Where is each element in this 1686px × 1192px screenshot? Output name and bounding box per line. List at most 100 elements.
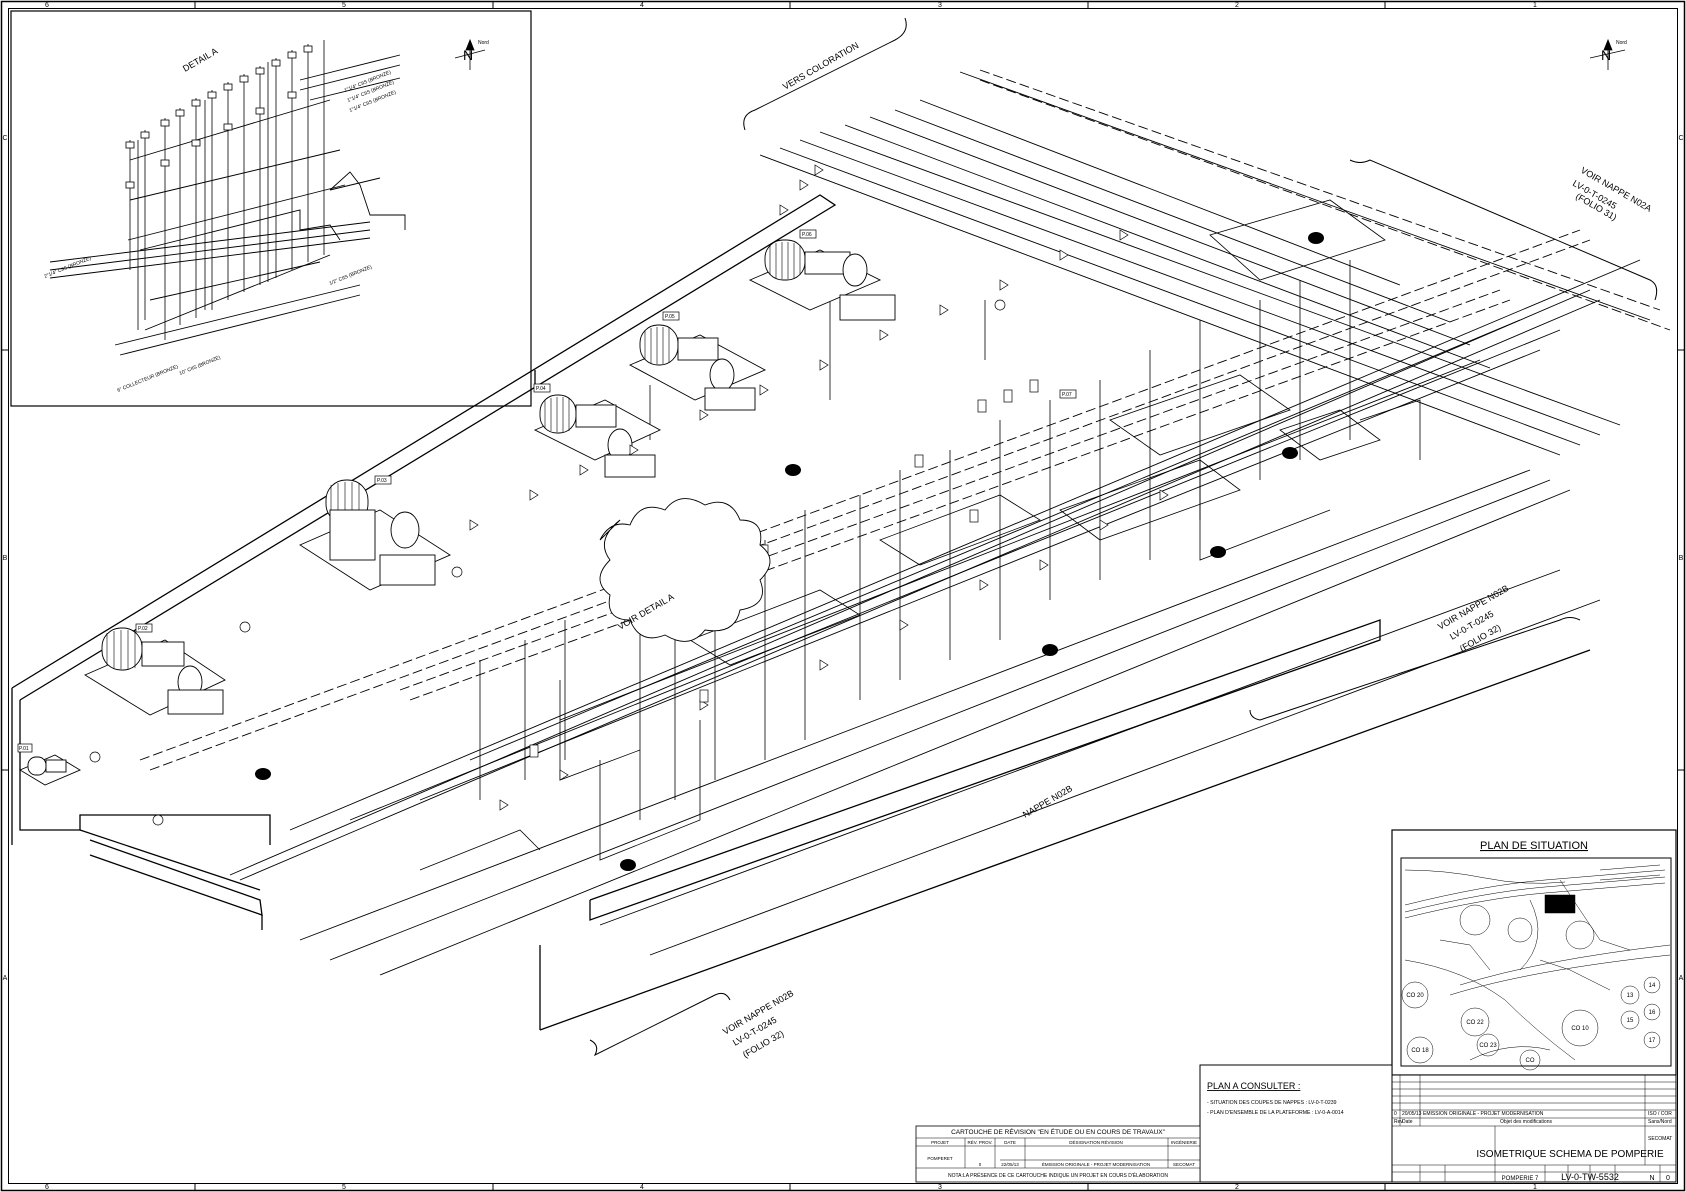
nappe-label: NAPPE N02B xyxy=(1021,783,1074,819)
frame-row-letters: C B A C B A xyxy=(2,135,1683,982)
cartouche-row-ingenierie: SECOMAT xyxy=(1173,1162,1195,1167)
side-label-1: ISO / COR xyxy=(1648,1111,1672,1117)
strainers xyxy=(255,232,1324,871)
svg-text:P.02: P.02 xyxy=(138,626,148,632)
cartouche-header: CARTOUCHE DE RÉVISION "EN ÉTUDE OU EN CO… xyxy=(951,1127,1166,1136)
detail-pipe-labels: 1"1/4" CIIS (BRONZE) 1"1/4" CIIS (BRONZE… xyxy=(44,69,398,393)
map-label-co18: CO 18 xyxy=(1411,1048,1429,1054)
north-arrow-detail: N Nord xyxy=(454,38,489,70)
cartouche-revision: CARTOUCHE DE RÉVISION "EN ÉTUDE OU EN CO… xyxy=(915,1125,1201,1183)
col-num-3: 3 xyxy=(938,2,942,9)
svg-text:P.05: P.05 xyxy=(665,314,675,320)
map-label-co22: CO 22 xyxy=(1466,1020,1484,1026)
col-num-5: 5 xyxy=(342,2,346,9)
pressure-gauges xyxy=(89,299,1006,826)
north-letter-main: N xyxy=(1601,47,1611,63)
pump-tags: P.01 P.02 P.03 P.04 P.05 P.06 P.07 xyxy=(17,229,1077,753)
cartouche-col-designation: DÉSIGNATION RÉVISION xyxy=(1069,1139,1122,1145)
drawing-number: LV-0-TW-5532 xyxy=(1561,1172,1619,1182)
pump-unit-4 xyxy=(299,479,451,591)
svg-text:P.01: P.01 xyxy=(19,746,29,752)
map-label-17: 17 xyxy=(1649,1038,1656,1044)
rev-row-date: 20/05/13 xyxy=(1402,1111,1422,1117)
pump-unit-5 xyxy=(533,394,662,478)
row-letter-a-right: A xyxy=(1679,975,1684,982)
side-label-3: SECOMAT xyxy=(1648,1136,1672,1142)
col-num-1-bottom: 1 xyxy=(1533,1184,1537,1191)
site-map-labels: CO 20 CO 22 CO 23 CO 10 CO 18 CO 13 14 1… xyxy=(1406,983,1656,1064)
map-label-co10: CO 10 xyxy=(1571,1026,1589,1032)
pump-unit-7 xyxy=(748,239,896,321)
cartouche-row-rev: 0 xyxy=(979,1162,982,1167)
detail-label-6: 10" CIIS (BRONZE) xyxy=(179,355,222,377)
svg-text:P.06: P.06 xyxy=(802,232,812,238)
pump-unit-6 xyxy=(628,324,767,411)
drawing-title: ISOMETRIQUE SCHEMA DE POMPERIE xyxy=(1476,1149,1664,1160)
map-label-14: 14 xyxy=(1649,983,1656,989)
pump-tag-1: P.01 xyxy=(17,743,33,753)
vers-coloration-label: VERS COLORATION xyxy=(781,40,860,92)
svg-text:P.03: P.03 xyxy=(377,478,387,484)
cartouche-col-date: DATE xyxy=(1004,1140,1016,1145)
map-label-co23: CO 23 xyxy=(1479,1043,1497,1049)
row-letter-b: B xyxy=(3,555,8,562)
plan-situation: PLAN DE SITUATION CO 20 xyxy=(1391,829,1677,1076)
detail-headers xyxy=(49,54,406,356)
map-label-co: CO xyxy=(1526,1058,1535,1064)
plan-consulter-line-1: - SITUATION DES COUPES DE NAPPES : LV-0-… xyxy=(1207,1100,1337,1106)
detail-label-5: 1/2" CIIS (BRONZE) xyxy=(329,264,374,287)
pump-unit-3 xyxy=(84,627,226,716)
revision-value: 0 xyxy=(1666,1175,1670,1182)
detail-risers xyxy=(129,40,325,340)
col-num-4: 4 xyxy=(640,2,644,9)
detail-a-cloud: VOIR DETAIL A xyxy=(599,498,771,642)
pump-tag-6: P.06 xyxy=(799,229,817,239)
pump-unit-2 xyxy=(19,754,81,786)
pump-tag-4: P.04 xyxy=(533,383,551,393)
col-num-2-bottom: 2 xyxy=(1235,1184,1239,1191)
plan-a-consulter: PLAN A CONSULTER : - SITUATION DES COUPE… xyxy=(1199,1064,1393,1183)
detail-label-7: 6" COLLECTEUR (BRONZE) xyxy=(117,364,180,394)
title-block: 0 20/05/13 EMISSION ORIGINALE - PROJET M… xyxy=(1391,1074,1677,1183)
frame-column-numbers: 6 5 4 3 2 1 6 5 4 3 2 1 xyxy=(45,2,1537,1191)
rev-header-object: Objet des modifications xyxy=(1500,1119,1552,1125)
callout-brackets xyxy=(589,17,1658,1057)
cartouche-row-projet: POMPERET xyxy=(927,1156,953,1161)
plan-consulter-line-2: - PLAN D'ENSEMBLE DE LA PLATEFORME : LV-… xyxy=(1207,1110,1344,1116)
cartouche-row-date: 22/05/13 xyxy=(1001,1162,1019,1167)
detail-a-inset: DETAIL A xyxy=(10,10,532,407)
pump-tag-7: P.07 xyxy=(1059,389,1077,399)
svg-text:P.04: P.04 xyxy=(536,386,546,392)
col-num-6: 6 xyxy=(45,2,49,9)
site-map xyxy=(1401,864,1671,1071)
cartouche-col-ingenierie: INGÉNIERIE xyxy=(1171,1139,1197,1145)
cartouche-col-projet: PROJET xyxy=(931,1140,949,1145)
rev-row-rev: 0 xyxy=(1394,1111,1397,1117)
folio-value: N xyxy=(1649,1175,1654,1182)
north-arrow-main: N Nord xyxy=(1589,38,1627,70)
row-letter-b-right: B xyxy=(1679,555,1684,562)
cartouche-col-rev: RÉV. PROV. xyxy=(968,1139,993,1145)
map-label-13: 13 xyxy=(1627,993,1634,999)
equipment-frames xyxy=(419,199,1421,871)
col-num-6-bottom: 6 xyxy=(45,1184,49,1191)
svg-text:P.07: P.07 xyxy=(1062,392,1072,398)
rev-row-object: EMISSION ORIGINALE - PROJET MODERNISATIO… xyxy=(1423,1111,1544,1117)
unit-label: POMPERIE 7 xyxy=(1502,1176,1539,1182)
plan-consulter-title: PLAN A CONSULTER : xyxy=(1207,1081,1300,1091)
cartouche-note: NOTA:LA PRÉSENCE DE CE CARTOUCHE INDIQUE… xyxy=(948,1172,1168,1179)
inline-valves xyxy=(469,164,1169,811)
rev-header-date: Date xyxy=(1402,1119,1413,1125)
detail-valves xyxy=(125,45,313,189)
col-num-4-bottom: 4 xyxy=(640,1184,644,1191)
plan-situation-title: PLAN DE SITUATION xyxy=(1480,840,1588,852)
row-letter-a: A xyxy=(3,975,8,982)
main-pipe-runs-dashed xyxy=(139,69,1671,771)
col-num-2: 2 xyxy=(1235,2,1239,9)
pump-tag-5: P.05 xyxy=(662,311,680,321)
map-label-16: 16 xyxy=(1649,1010,1656,1016)
col-num-5-bottom: 5 xyxy=(342,1184,346,1191)
